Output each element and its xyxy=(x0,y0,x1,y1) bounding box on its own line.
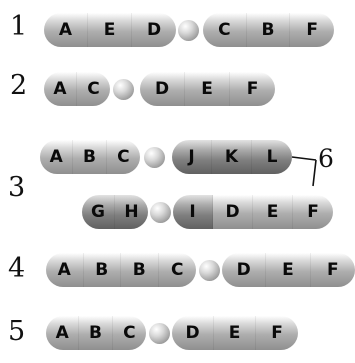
gene-segment: E xyxy=(185,72,230,106)
gene-segment: F xyxy=(230,72,275,106)
gene-segment: D xyxy=(172,316,214,350)
gene-segment: B xyxy=(121,253,159,287)
chromosome-number-label: 2 xyxy=(10,72,27,99)
gene-segment: A xyxy=(40,140,73,174)
centromere xyxy=(199,260,220,281)
gene-segment: C xyxy=(203,13,247,47)
gene-segment: F xyxy=(290,13,334,47)
centromere xyxy=(149,323,170,344)
gene-segment: D xyxy=(140,72,185,106)
gene-segment: E xyxy=(253,195,293,229)
gene-segment: A xyxy=(44,72,77,106)
bracket-line xyxy=(292,157,316,186)
centromere xyxy=(150,202,171,223)
gene-segment: C xyxy=(159,253,197,287)
gene-segment: A xyxy=(46,316,79,350)
chromosome-number-label: 4 xyxy=(8,255,25,282)
gene-segment: A xyxy=(44,13,88,47)
gene-segment: F xyxy=(293,195,333,229)
chromosome-number-label: 3 xyxy=(8,174,25,201)
chromosome-number-label: 5 xyxy=(8,318,25,345)
gene-segment: E xyxy=(266,253,310,287)
gene-segment: B xyxy=(247,13,291,47)
gene-segment: F xyxy=(311,253,355,287)
gene-segment: D xyxy=(213,195,253,229)
gene-segment: J xyxy=(172,140,212,174)
gene-segment: F xyxy=(256,316,298,350)
gene-segment: D xyxy=(222,253,266,287)
gene-segment: C xyxy=(77,72,110,106)
gene-segment: E xyxy=(88,13,132,47)
gene-segment: I xyxy=(173,195,213,229)
gene-segment: B xyxy=(84,253,122,287)
gene-segment: C xyxy=(113,316,146,350)
centromere xyxy=(178,20,199,41)
gene-segment: L xyxy=(252,140,292,174)
gene-segment: C xyxy=(107,140,140,174)
gene-segment: D xyxy=(132,13,176,47)
gene-segment: A xyxy=(46,253,84,287)
bracket-label: 6 xyxy=(318,146,334,171)
gene-segment: B xyxy=(79,316,112,350)
gene-segment: G xyxy=(82,195,115,229)
centromere xyxy=(144,147,165,168)
gene-segment: K xyxy=(212,140,252,174)
chromosome-number-label: 1 xyxy=(10,13,27,40)
gene-segment: H xyxy=(115,195,148,229)
centromere xyxy=(113,79,134,100)
gene-segment: E xyxy=(214,316,256,350)
gene-segment: B xyxy=(73,140,106,174)
